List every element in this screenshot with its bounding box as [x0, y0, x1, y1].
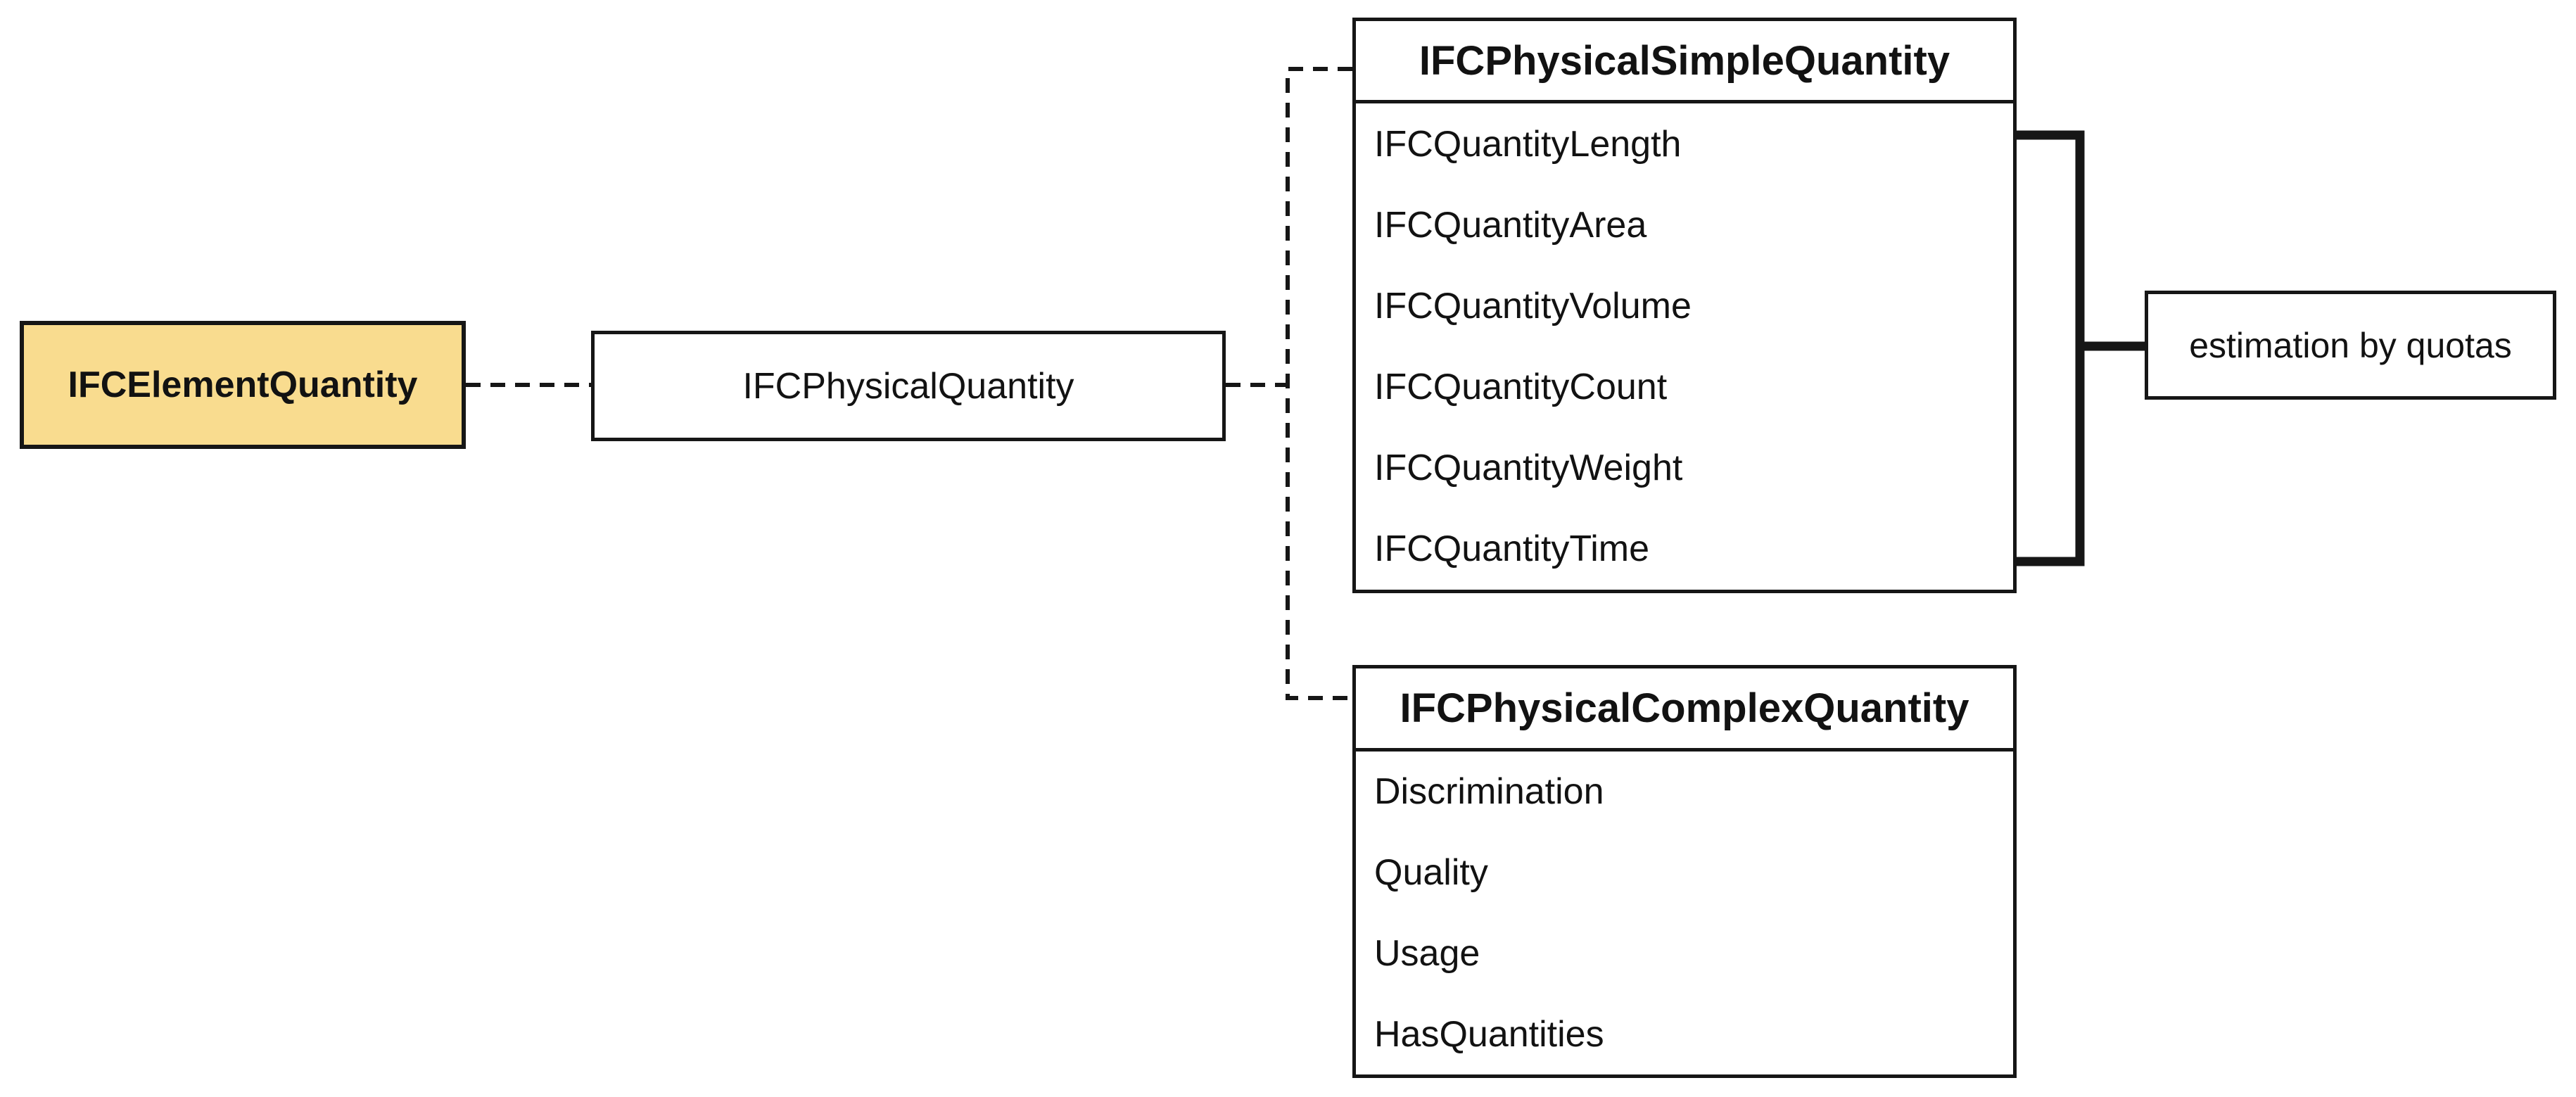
complex-quantity-attribute-list: Discrimination Quality Usage HasQuantiti… — [1356, 752, 2013, 1074]
list-item: IFCQuantityWeight — [1374, 448, 1683, 489]
list-item: IFCQuantityLength — [1374, 123, 1682, 165]
simple-quantity-attribute-list: IFCQuantityLength IFCQuantityArea IFCQua… — [1356, 103, 2013, 590]
list-item: IFCQuantityTime — [1374, 528, 1650, 570]
simple-quantity-title: IFCPhysicalSimpleQuantity — [1419, 37, 1950, 84]
node-ifc-physical-complex-quantity: IFCPhysicalComplexQuantity Discriminatio… — [1352, 665, 2017, 1078]
list-item: HasQuantities — [1374, 1013, 1604, 1055]
node-ifc-element-quantity-label: IFCElementQuantity — [68, 364, 418, 405]
list-item: IFCQuantityVolume — [1374, 285, 1692, 326]
list-item: Discrimination — [1374, 771, 1604, 813]
bracket-line — [2017, 130, 2085, 566]
list-item: Quality — [1374, 852, 1488, 894]
node-ifc-element-quantity: IFCElementQuantity — [20, 321, 466, 449]
complex-quantity-title: IFCPhysicalComplexQuantity — [1400, 685, 1969, 731]
node-estimation-by-quotas-label: estimation by quotas — [2189, 325, 2512, 365]
complex-quantity-header: IFCPhysicalComplexQuantity — [1356, 668, 2013, 752]
node-ifc-physical-simple-quantity: IFCPhysicalSimpleQuantity IFCQuantityLen… — [1352, 18, 2017, 593]
dashed-connector-trunk-simple-complex — [1286, 67, 1352, 700]
simple-quantity-header: IFCPhysicalSimpleQuantity — [1356, 21, 2013, 103]
node-ifc-physical-quantity: IFCPhysicalQuantity — [591, 331, 1226, 441]
list-item: IFCQuantityCount — [1374, 367, 1668, 408]
list-item: Usage — [1374, 932, 1480, 974]
list-item: IFCQuantityArea — [1374, 204, 1647, 246]
node-estimation-by-quotas: estimation by quotas — [2145, 291, 2556, 400]
node-ifc-physical-quantity-label: IFCPhysicalQuantity — [742, 365, 1074, 407]
